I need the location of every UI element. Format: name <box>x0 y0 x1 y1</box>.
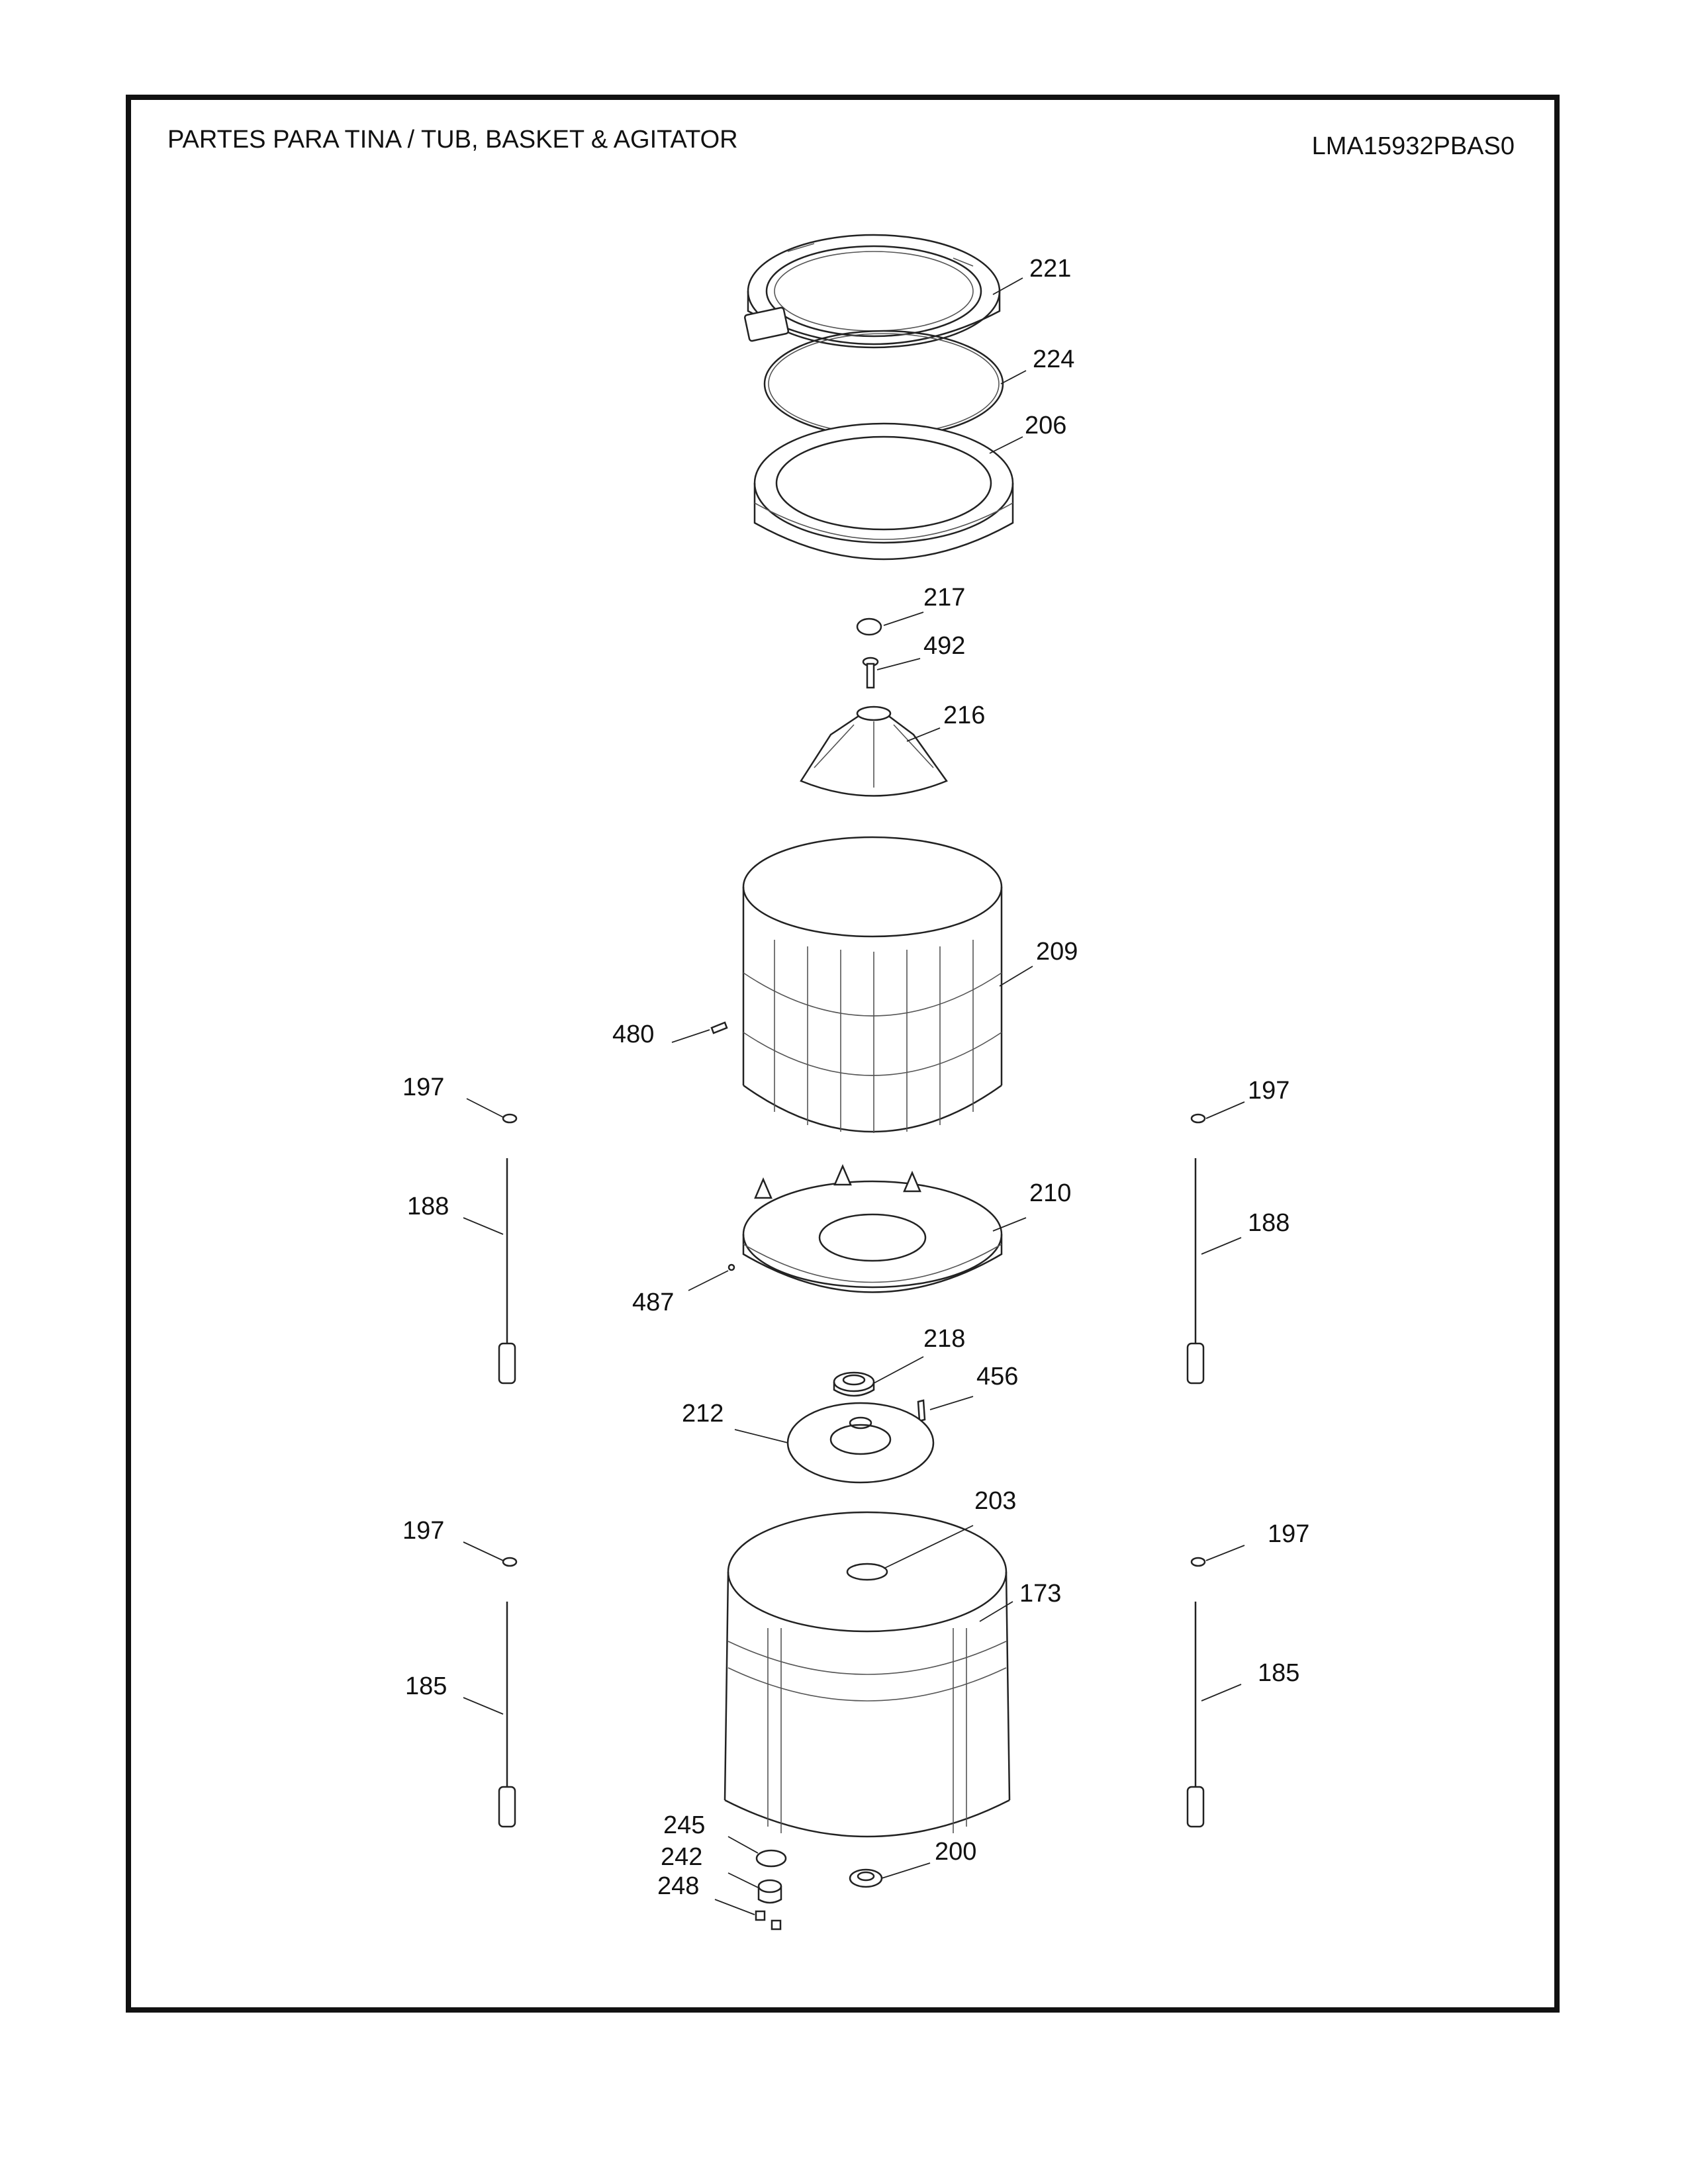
callout-173: 173 <box>1019 1580 1061 1608</box>
suspension-rod-185-right <box>1186 1557 1206 1828</box>
callout-203: 203 <box>974 1487 1016 1515</box>
callout-188-right: 188 <box>1248 1209 1289 1237</box>
callout-248: 248 <box>657 1872 699 1900</box>
callout-487: 487 <box>632 1289 674 1316</box>
model-number: LMA15932PBAS0 <box>1311 132 1515 160</box>
callout-492: 492 <box>923 632 965 660</box>
part-screw-456 <box>917 1399 926 1422</box>
callout-209: 209 <box>1036 938 1078 966</box>
callout-456: 456 <box>976 1363 1018 1390</box>
callout-245: 245 <box>663 1811 705 1839</box>
part-screw-480 <box>710 1021 728 1034</box>
part-bearing <box>833 1371 875 1397</box>
callout-221: 221 <box>1029 255 1071 283</box>
part-bolt <box>862 657 879 689</box>
callout-188-left: 188 <box>407 1193 449 1220</box>
part-oring-245 <box>755 1849 787 1868</box>
callout-480: 480 <box>612 1021 654 1048</box>
callout-224: 224 <box>1033 345 1074 373</box>
callout-197-lower-right: 197 <box>1268 1520 1309 1548</box>
callout-218: 218 <box>923 1325 965 1353</box>
part-pulsator <box>800 705 948 797</box>
part-cap-242 <box>757 1879 782 1904</box>
part-248-b <box>771 1919 782 1931</box>
callout-217: 217 <box>923 584 965 612</box>
suspension-rod-188-right <box>1186 1113 1206 1385</box>
callout-216: 216 <box>943 702 985 729</box>
part-basket-base <box>742 1163 1003 1293</box>
part-balance-ring <box>753 422 1014 561</box>
callout-242: 242 <box>661 1843 702 1871</box>
diagram-title: PARTES PARA TINA / TUB, BASKET & AGITATO… <box>167 126 738 154</box>
callout-210: 210 <box>1029 1179 1071 1207</box>
suspension-rod-188-left <box>498 1113 518 1385</box>
callout-206: 206 <box>1025 412 1066 439</box>
callout-185-right: 185 <box>1258 1659 1299 1687</box>
part-spin-basket <box>742 836 1003 1133</box>
suspension-rod-185-left <box>498 1557 518 1828</box>
callout-197-upper-right: 197 <box>1248 1077 1289 1105</box>
part-tub-seal <box>849 1868 883 1888</box>
callout-185-left: 185 <box>405 1672 447 1700</box>
part-cap <box>856 617 882 636</box>
callout-212: 212 <box>682 1400 724 1428</box>
part-flange <box>786 1402 935 1484</box>
diagram-border <box>126 95 1560 2013</box>
callout-197-lower-left: 197 <box>402 1517 444 1545</box>
leader-lines <box>463 277 1245 1915</box>
callout-197-upper-left: 197 <box>402 1073 444 1101</box>
part-outer-tub <box>724 1511 1011 1838</box>
callout-200: 200 <box>935 1838 976 1866</box>
part-clip-487 <box>727 1263 735 1271</box>
part-248-a <box>755 1910 766 1921</box>
part-tub-cover <box>743 234 1001 349</box>
